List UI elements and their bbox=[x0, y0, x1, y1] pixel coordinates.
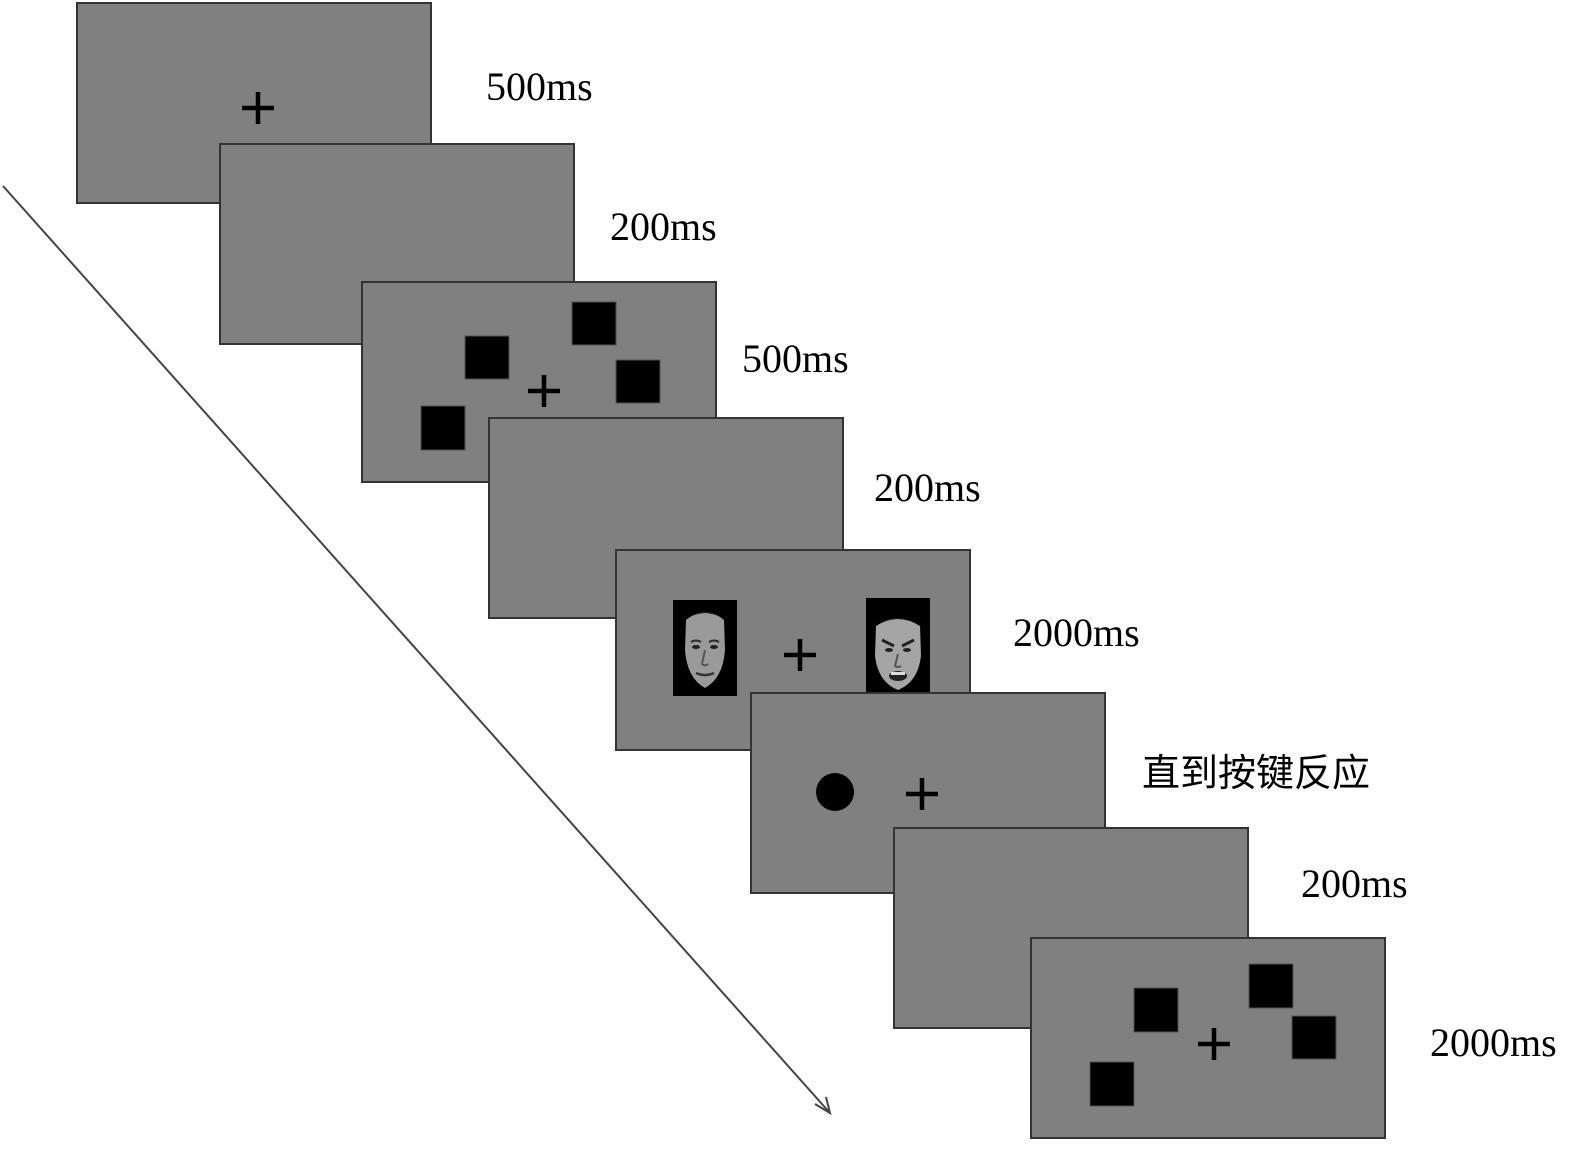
duration-label: 2000ms bbox=[1430, 1020, 1557, 1065]
fixation-cross-icon bbox=[528, 375, 560, 407]
green-square bbox=[1089, 1061, 1135, 1107]
fixation-cross-icon bbox=[1198, 1028, 1230, 1060]
screen-test-array bbox=[1030, 937, 1386, 1139]
face-neutral-image bbox=[673, 600, 737, 696]
blue-square bbox=[1133, 987, 1179, 1033]
yellow-square bbox=[571, 301, 617, 346]
probe-dot-icon bbox=[816, 773, 854, 811]
time-arrow bbox=[2, 185, 832, 1116]
duration-label: 直到按键反应 bbox=[1142, 751, 1370, 795]
duration-label: 200ms bbox=[610, 204, 717, 249]
red-square bbox=[1291, 1015, 1337, 1060]
duration-label: 200ms bbox=[1301, 861, 1408, 906]
duration-label: 500ms bbox=[486, 64, 593, 109]
duration-label: 200ms bbox=[874, 465, 981, 510]
duration-label: 2000ms bbox=[1013, 610, 1140, 655]
purple-square bbox=[1248, 963, 1294, 1009]
green-square bbox=[420, 405, 466, 451]
red-square bbox=[615, 359, 661, 404]
face-angry-image bbox=[866, 598, 930, 694]
fixation-cross-icon bbox=[242, 92, 274, 124]
blue-square bbox=[464, 335, 510, 380]
fixation-cross-icon bbox=[906, 778, 938, 810]
duration-label: 500ms bbox=[742, 336, 849, 381]
fixation-cross-icon bbox=[784, 639, 816, 671]
